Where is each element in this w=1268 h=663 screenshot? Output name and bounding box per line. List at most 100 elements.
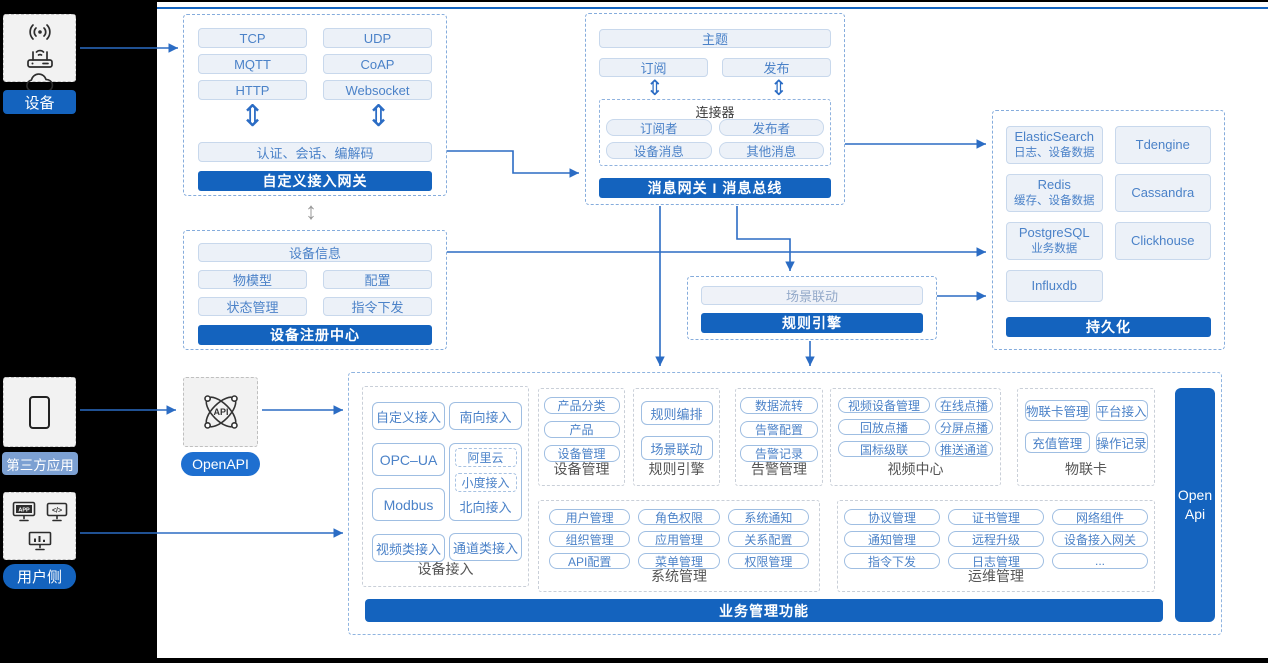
status-mgmt-item: 状态管理 xyxy=(198,297,307,316)
iot-card-label: 物联卡 xyxy=(1065,461,1107,477)
product-item: 产品 xyxy=(543,421,620,438)
alarm-mgmt-label: 告警管理 xyxy=(751,461,807,477)
data-flow-item: 数据流转 xyxy=(740,397,818,414)
persistence-title-bar: 持久化 xyxy=(1006,317,1211,337)
device-message-item: 设备消息 xyxy=(606,142,712,159)
chart-monitor-icon xyxy=(28,531,51,551)
log-mgmt-item: 日志管理 xyxy=(948,553,1044,569)
protocol-tcp: TCP xyxy=(198,28,307,48)
system-notice-item: 系统通知 xyxy=(727,509,809,525)
xiaodu-access-item: 小度接入 xyxy=(454,472,517,492)
openapi-icon-box: API xyxy=(183,377,258,447)
store-tdengine: Tdengine xyxy=(1114,126,1211,164)
device-access-label: 设备接入 xyxy=(417,561,474,577)
southbound-access-item: 南向接入 xyxy=(449,402,522,430)
scene-linkage-item: 场景联动 xyxy=(640,436,713,460)
rule-engine-title-bar: 规则引擎 xyxy=(701,313,923,333)
app-monitor-icon: APP xyxy=(12,501,35,522)
ops-mgmt-group: 协议管理 证书管理 网络组件 通知管理 远程升级 设备接入网关 指令下发 日志管… xyxy=(837,500,1155,592)
alarm-config-item: 告警配置 xyxy=(740,421,818,438)
more-item: ... xyxy=(1052,553,1148,569)
device-mgmt-item: 设备管理 xyxy=(543,445,620,462)
open-api-vertical-bar: Open Api xyxy=(1175,388,1215,622)
splitscreen-play-item: 分屏点播 xyxy=(935,419,993,435)
operation-record-item: 操作记录 xyxy=(1095,432,1148,453)
openapi-atom-icon: API xyxy=(203,395,238,429)
phone-icon xyxy=(29,395,50,429)
custom-gateway-box: TCP UDP MQTT CoAP HTTP Websocket 认证、会话、编… xyxy=(183,14,447,196)
northbound-access-label: 北向接入 xyxy=(459,500,512,515)
cloud-icon xyxy=(25,73,53,92)
device-access-gateway-item: 设备接入网关 xyxy=(1052,531,1148,547)
aliyun-item: 阿里云 xyxy=(454,448,517,467)
push-channel-item: 推送通道 xyxy=(935,441,993,457)
config-item: 配置 xyxy=(323,270,432,289)
store-redis: Redis 缓存、设备数据 xyxy=(1006,174,1103,212)
alarm-record-item: 告警记录 xyxy=(740,445,818,462)
user-mgmt-item: 用户管理 xyxy=(549,509,631,525)
device-mgmt-label: 设备管理 xyxy=(553,461,610,477)
message-bus-title-bar: 消息网关 I 消息总线 xyxy=(599,178,831,198)
video-center-group: 视频设备管理 在线点播 回放点播 分屏点播 国标级联 推送通道 视频中心 xyxy=(830,388,1001,486)
persistence-box: ElasticSearch 日志、设备数据 Tdengine Redis 缓存、… xyxy=(992,110,1225,350)
rule-engine-group: 规则编排 场景联动 规则引擎 xyxy=(633,388,720,486)
opc-ua-item: OPC–UA xyxy=(372,443,445,476)
command-dispatch-item: 指令下发 xyxy=(844,553,940,569)
store-elasticsearch: ElasticSearch 日志、设备数据 xyxy=(1006,126,1103,164)
protocol-http: HTTP xyxy=(198,80,307,100)
network-component-item: 网络组件 xyxy=(1052,509,1148,525)
user-icons-box: APP </> xyxy=(3,492,76,560)
device-registry-box: 设备信息 物模型 配置 状态管理 指令下发 设备注册中心 xyxy=(183,230,447,350)
api-config-item: API配置 xyxy=(549,553,631,569)
store-clickhouse: Clickhouse xyxy=(1114,222,1211,260)
code-monitor-icon: </> xyxy=(46,502,67,522)
protocol-websocket: Websocket xyxy=(323,80,432,100)
custom-access-item: 自定义接入 xyxy=(372,402,445,430)
updown-arrow-icon: ⇕ xyxy=(240,100,266,133)
device-mgmt-group: 产品分类 产品 设备管理 设备管理 xyxy=(538,388,625,486)
gb-cascade-item: 国标级联 xyxy=(838,441,930,457)
store-influxdb: Influxdb xyxy=(1006,270,1103,302)
channel-access-item: 通道类接入 xyxy=(449,533,522,561)
device-registry-title-bar: 设备注册中心 xyxy=(198,325,432,345)
device-access-group: 自定义接入 OPC–UA Modbus 视频类接入 南向接入 阿里云 小度接入 … xyxy=(362,386,529,587)
custom-gateway-title-bar: 自定义接入网关 xyxy=(198,171,432,191)
other-message-item: 其他消息 xyxy=(718,142,824,159)
subscriber-item: 订阅者 xyxy=(606,119,712,136)
source-label-user: 用户侧 xyxy=(3,564,76,589)
store-cassandra: Cassandra xyxy=(1114,174,1211,212)
message-bus-box: 主题 订阅 发布 连接器 订阅者 发布者 设备消息 其他消息 消息网关 I 消息… xyxy=(585,13,845,205)
updown-arrow-gray-icon: ↕ xyxy=(305,198,317,225)
router-icon xyxy=(26,49,53,68)
source-label-thirdparty: 第三方应用 xyxy=(2,452,78,475)
app-mgmt-item: 应用管理 xyxy=(638,531,720,547)
source-label-device: 设备 xyxy=(3,90,76,114)
video-access-item: 视频类接入 xyxy=(372,534,445,562)
rule-engine-box: 场景联动 规则引擎 xyxy=(687,276,937,340)
thing-model-item: 物模型 xyxy=(198,270,307,289)
thirdparty-icons-box xyxy=(3,377,76,447)
updown-arrow-icon: ⇕ xyxy=(366,100,392,133)
rule-engine-label: 规则引擎 xyxy=(648,461,705,477)
updown-arrow-icon: ⇕ xyxy=(770,77,788,100)
svg-text:APP: APP xyxy=(18,508,30,514)
menu-mgmt-item: 菜单管理 xyxy=(638,553,720,569)
ops-mgmt-label: 运维管理 xyxy=(968,568,1024,584)
store-postgresql: PostgreSQL 业务数据 xyxy=(1006,222,1103,260)
svg-text:API: API xyxy=(213,407,228,417)
auth-session-codec: 认证、会话、编解码 xyxy=(198,142,432,162)
top-accent-line xyxy=(157,7,1268,9)
rule-orchestration-item: 规则编排 xyxy=(640,401,713,425)
updown-arrow-icon: ⇕ xyxy=(646,77,664,100)
protocol-mqtt: MQTT xyxy=(198,54,307,74)
radio-signal-icon xyxy=(28,24,51,40)
product-category-item: 产品分类 xyxy=(543,397,620,414)
device-info-item: 设备信息 xyxy=(198,243,432,262)
online-play-item: 在线点播 xyxy=(935,397,993,413)
iot-card-mgmt-item: 物联卡管理 xyxy=(1025,400,1090,421)
permission-mgmt-item: 权限管理 xyxy=(727,553,809,569)
protocol-mgmt-item: 协议管理 xyxy=(844,509,940,525)
scene-linkage-item: 场景联动 xyxy=(701,286,923,305)
northbound-access-box: 阿里云 小度接入 北向接入 xyxy=(449,443,522,521)
